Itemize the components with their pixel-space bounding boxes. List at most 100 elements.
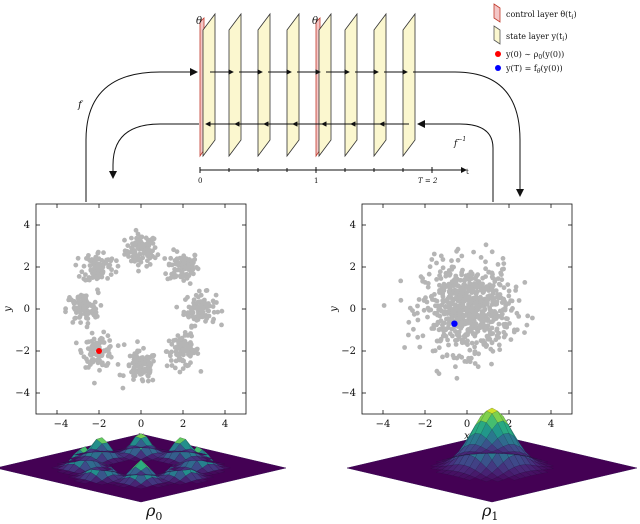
left-xtick-4: 4	[222, 419, 228, 430]
scatter-point	[472, 276, 478, 282]
scatter-point	[107, 338, 113, 343]
scatter-point	[145, 378, 151, 384]
surface-cell	[469, 444, 482, 452]
left-xtick-neg2: −2	[92, 419, 107, 430]
right-ytick-4: 4	[350, 220, 356, 231]
scatter-point	[171, 338, 177, 343]
surface-cell	[118, 448, 130, 450]
scatter-point	[514, 310, 520, 316]
scatter-point	[84, 313, 89, 319]
left-xtick-0: 0	[138, 419, 144, 430]
scatter-point	[437, 282, 442, 288]
surface-cell	[508, 454, 521, 468]
surface-cell	[207, 470, 220, 475]
left-ytick-neg2: −2	[15, 346, 30, 357]
scatter-point	[456, 332, 462, 338]
scatter-point	[175, 352, 181, 358]
scatter-point	[398, 297, 404, 303]
scatter-point	[469, 276, 474, 281]
scatter-point	[453, 295, 459, 300]
scatter-point	[516, 298, 522, 303]
scatter-point	[125, 243, 131, 249]
scatter-point	[169, 363, 175, 368]
scatter-point	[472, 295, 478, 301]
surface-cell	[535, 469, 549, 474]
scatter-point	[102, 348, 108, 354]
scatter-point	[454, 289, 460, 295]
scatter-point	[174, 304, 180, 310]
scatter-point	[204, 316, 210, 322]
scatter-point	[459, 272, 464, 278]
surface-cell	[112, 482, 125, 487]
scatter-point	[454, 375, 460, 381]
surface-cell	[168, 466, 181, 471]
scatter-point	[189, 307, 194, 313]
scatter-point	[146, 246, 152, 252]
scatter-point	[192, 252, 198, 258]
scatter-point	[137, 365, 142, 370]
scatter-point	[406, 319, 412, 325]
surface-cell	[163, 442, 175, 455]
scatter-point	[131, 257, 136, 263]
scatter-point	[446, 322, 451, 328]
scatter-point	[444, 316, 449, 322]
scatter-point	[195, 294, 201, 300]
right-scatter-plot: −4 −2 0 2 4 4 2 0 −2 −4 x y	[329, 203, 573, 442]
scatter-point	[144, 354, 150, 360]
state-layer	[344, 12, 358, 158]
scatter-point	[181, 259, 187, 265]
right-xtick-neg4: −4	[376, 419, 391, 430]
scatter-point	[451, 264, 456, 270]
scatter-point	[457, 294, 463, 300]
scatter-point	[147, 262, 153, 267]
scatter-point	[174, 256, 180, 262]
scatter-point	[130, 360, 136, 366]
scatter-point	[101, 329, 107, 335]
scatter-point	[480, 313, 486, 319]
scatter-point	[434, 277, 439, 282]
surface-cell	[525, 455, 537, 459]
scatter-point	[438, 253, 444, 259]
scatter-point	[75, 255, 81, 261]
scatter-point	[185, 294, 190, 300]
scatter-point	[468, 298, 474, 304]
scatter-point	[458, 277, 463, 283]
scatter-point	[211, 299, 217, 305]
scatter-point	[480, 339, 486, 345]
scatter-point	[494, 326, 500, 332]
scatter-point	[489, 249, 495, 255]
scatter-point	[407, 305, 413, 311]
scatter-point	[505, 282, 511, 287]
right-xtick-2: 2	[506, 419, 512, 430]
scatter-point	[129, 235, 134, 241]
scatter-point	[104, 257, 109, 263]
scatter-point	[488, 313, 494, 319]
scatter-point	[140, 360, 146, 365]
scatter-point	[131, 377, 136, 382]
scatter-point	[103, 363, 109, 368]
scatter-point	[471, 322, 477, 328]
flow-arrows	[205, 69, 409, 127]
scatter-point	[423, 295, 428, 301]
scatter-point	[96, 256, 102, 262]
scatter-point	[136, 370, 142, 375]
scatter-point	[176, 262, 181, 268]
scatter-point	[88, 268, 94, 273]
scatter-point	[504, 322, 510, 328]
surface-cell	[62, 454, 75, 467]
scatter-point	[483, 274, 488, 279]
right-xtick-0: 0	[464, 419, 470, 430]
scatter-point	[83, 295, 88, 301]
surface-cell	[464, 453, 476, 456]
scatter-point	[525, 313, 531, 319]
scatter-point	[448, 291, 454, 297]
scatter-point	[406, 332, 411, 338]
scatter-point	[85, 359, 90, 364]
scatter-point	[85, 321, 91, 326]
scatter-point	[436, 345, 442, 351]
scatter-point	[98, 303, 104, 308]
scatter-point	[190, 314, 196, 319]
surface-cell	[196, 478, 209, 483]
scatter-point	[166, 338, 172, 344]
surface-cell	[508, 466, 521, 476]
